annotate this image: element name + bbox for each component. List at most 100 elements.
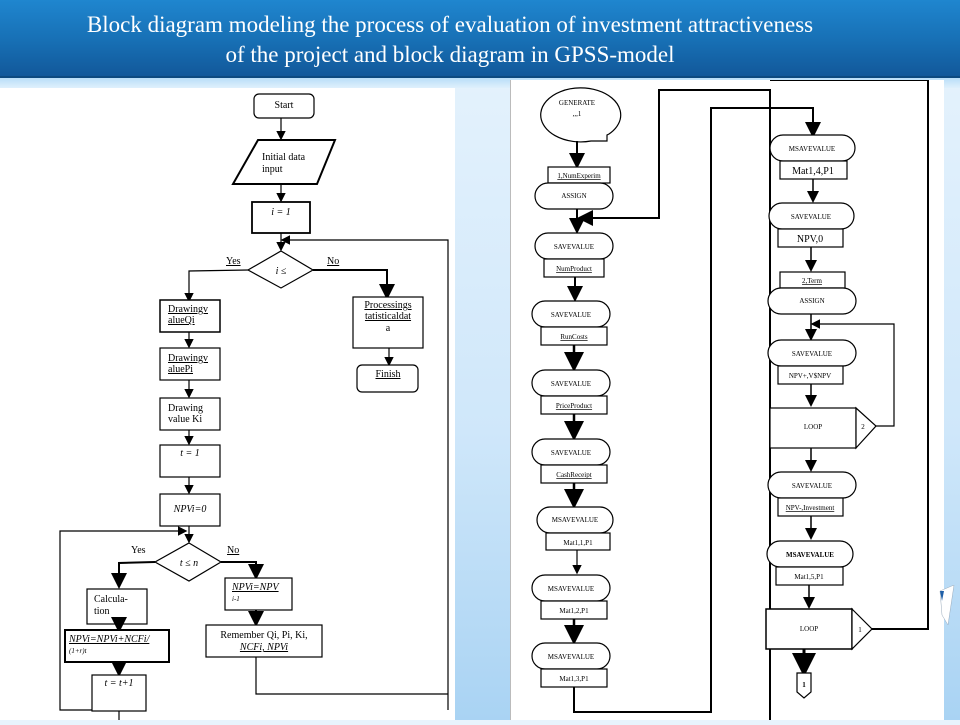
savevalue-inv-name: SAVEVALUE (792, 482, 832, 490)
gpss-diagram: GENERATE ,,,1 1,NumExperim ASSIGN SAVEVA… (531, 79, 929, 720)
finish-label: Finish (375, 369, 400, 380)
loop2-label: LOOP (800, 625, 818, 633)
slide-title: Block diagram modeling the process of ev… (0, 10, 900, 70)
savevalue-npv-name: SAVEVALUE (792, 350, 832, 358)
input-parallelogram (231, 139, 337, 185)
header-stripe (0, 78, 960, 88)
init-i-box (251, 201, 311, 234)
block-name-7: MSAVEVALUE (548, 653, 594, 661)
decorative-page-curl-icon (939, 585, 955, 625)
loop-block-1 (769, 407, 857, 449)
flowchart-panel: Start Initial data input i = 1 i ≤ Yes N… (0, 88, 455, 720)
draw-k-box (159, 397, 221, 431)
assign2-operand: 2,Term (802, 277, 822, 285)
savevalue-npv-operand: NPV+,V$NPV (789, 372, 831, 380)
start-label: Start (275, 100, 294, 111)
finish-terminal (356, 364, 419, 393)
no-label-1: No (327, 256, 339, 267)
npv-formula-box (64, 629, 170, 663)
draw-p-box (159, 347, 221, 381)
input-label-1: Initial data (262, 152, 306, 163)
processing-label-2: tatisticaldat (365, 311, 411, 322)
decision-t-diamond (153, 542, 223, 582)
draw-q-label-1: Drawingv (168, 304, 208, 315)
block-name-3: SAVEVALUE (551, 380, 591, 388)
block-name-2: SAVEVALUE (551, 311, 591, 319)
draw-q-box (159, 299, 221, 333)
decision-t-label: t ≤ n (180, 558, 198, 569)
block-operand-7: Mat1,3,P1 (559, 675, 589, 683)
msave-last-operand: Mat1,5,P1 (794, 573, 824, 581)
no-label-2: No (227, 545, 239, 556)
npv-assign-box (224, 577, 293, 611)
msave-last-name: MSAVEVALUE (786, 551, 834, 559)
loop1-label: LOOP (804, 423, 822, 431)
slide-header: Block diagram modeling the process of ev… (0, 0, 960, 78)
loop-param-triangle-1 (855, 406, 877, 450)
remember-label-2: NCFi, NPVi (239, 642, 288, 653)
connector-label: 1 (802, 681, 806, 689)
block-col2-operand-1: Mat1,4,P1 (792, 166, 834, 177)
block-name-1: SAVEVALUE (554, 243, 594, 251)
processing-box (352, 296, 424, 349)
block-operand-1: NumProduct (556, 265, 592, 273)
decision-i-diamond (246, 250, 315, 289)
draw-k-label-1: Drawing (168, 403, 203, 414)
loop-param-triangle-2 (851, 607, 873, 651)
decision-i-label: i ≤ (276, 266, 287, 277)
yes-label-1: Yes (226, 256, 241, 267)
draw-q-label-2: alueQi (168, 315, 195, 326)
block-operand-3: PriceProduct (556, 402, 592, 410)
flowchart: Start Initial data input i = 1 i ≤ Yes N… (59, 93, 449, 720)
npv-zero-label: NPVi=0 (173, 504, 207, 515)
increment-t-box (91, 674, 147, 712)
remember-box (205, 624, 323, 658)
init-i-label: i = 1 (271, 207, 291, 218)
yes-label-2: Yes (131, 545, 146, 556)
title-line-2: of the project and block diagram in GPSS… (225, 42, 675, 67)
remember-label-1: Remember Qi, Pi, Ki, (220, 630, 307, 641)
block-operand-4: CashReceipt (556, 471, 591, 479)
title-line-1: Block diagram modeling the process of ev… (86, 12, 814, 37)
init-t-label: t = 1 (180, 448, 200, 459)
draw-k-label-2: value Ki (168, 414, 202, 425)
block-operand-2: RunCosts (560, 333, 588, 341)
block-col2-operand-2: NPV,0 (797, 234, 823, 245)
generate-block (540, 87, 622, 143)
npv-assign-label-2: i-1 (232, 595, 240, 603)
assign1-label: ASSIGN (561, 192, 586, 200)
assign2-block (767, 287, 857, 315)
block-name-4: SAVEVALUE (551, 449, 591, 457)
block-col2-name-2: SAVEVALUE (791, 213, 831, 221)
init-t-box (159, 444, 221, 478)
increment-t-label: t = t+1 (104, 678, 133, 689)
npv-assign-label-1: NPVi=NPV (231, 582, 280, 593)
assign2-label: ASSIGN (799, 297, 824, 305)
npv-formula-label-1: NPVi=NPVi+NCFi/ (68, 634, 151, 645)
block-operand-6: Mat1,2,P1 (559, 607, 589, 615)
npv-formula-label-2: (1+r)t (69, 647, 88, 655)
calc-label-2: tion (94, 606, 110, 617)
loop1-param: 2 (861, 423, 865, 431)
input-label-2: input (262, 164, 283, 175)
msavevalue-operand-box-1 (545, 532, 611, 551)
generate-operand: ,,,1 (573, 110, 582, 118)
savevalue-inv-operand: NPV-,Investment (786, 504, 835, 512)
block-operand-5: Mat1,1,P1 (563, 539, 593, 547)
processing-label-3: a (386, 323, 391, 334)
calc-label-1: Calcula- (94, 594, 128, 605)
offpage-connector (796, 672, 812, 699)
gpss-panel: GENERATE ,,,1 1,NumExperim ASSIGN SAVEVA… (510, 79, 944, 720)
draw-p-label-2: aluePi (168, 364, 193, 375)
block-name-5: MSAVEVALUE (552, 516, 598, 524)
processing-label-1: Processings (364, 300, 411, 311)
block-name-6: MSAVEVALUE (548, 585, 594, 593)
assign1-operand: 1,NumExperim (557, 172, 601, 180)
start-terminal (253, 93, 315, 119)
draw-p-label-1: Drawingv (168, 353, 208, 364)
block-col2-name-1: MSAVEVALUE (789, 145, 835, 153)
npv-zero-box (159, 493, 221, 527)
loop2-param: 1 (858, 626, 862, 634)
assign1-block (534, 182, 614, 210)
generate-label: GENERATE (559, 99, 595, 107)
